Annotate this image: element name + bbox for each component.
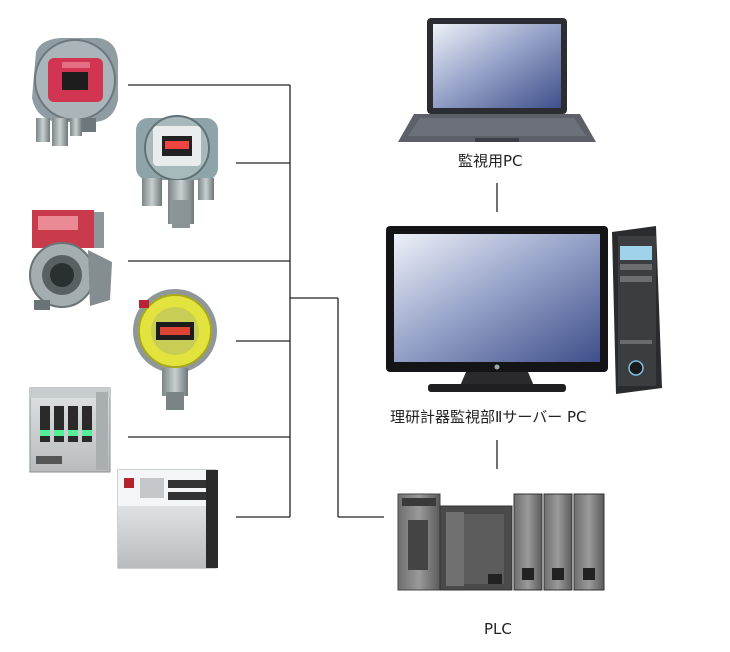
server-monitor xyxy=(386,226,608,392)
gas-detector-yellow-ring xyxy=(133,289,217,410)
gas-detector-red-housing xyxy=(29,210,112,310)
plc-unit xyxy=(397,493,605,591)
multi-channel-indicator-panel xyxy=(29,387,111,473)
gas-detector-explosion-proof-display xyxy=(136,115,218,228)
gas-detector-explosion-proof-red xyxy=(32,38,118,146)
control-unit-panel xyxy=(117,469,218,569)
server-tower xyxy=(612,226,662,394)
monitoring-laptop xyxy=(398,18,596,142)
monitoring-pc-label: 監視用PC xyxy=(458,152,523,170)
connection-lines xyxy=(128,84,498,518)
plc-label: PLC xyxy=(484,620,512,638)
server-pc-label: 理研計器監視部Ⅱサーバー PC xyxy=(390,408,587,426)
